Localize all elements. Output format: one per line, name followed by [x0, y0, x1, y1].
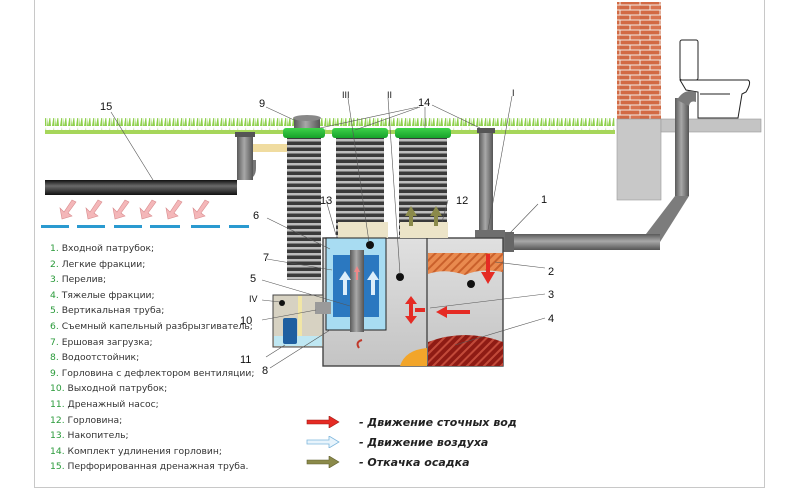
legend-item: 5. Вертикальная труба;	[50, 305, 165, 317]
legend-item: 6. Съемный капельный разбрызгиватель;	[50, 320, 253, 332]
callout-2: 2	[548, 266, 554, 278]
flow-legend-wastewater: - Движение сточных вод	[305, 412, 517, 432]
callout-8: 8	[262, 365, 268, 377]
septic-tank	[272, 222, 504, 367]
legend-item: 15. Перфорированная дренажная труба.	[50, 461, 249, 473]
callout-10: 10	[240, 315, 252, 327]
callout-7: 7	[263, 252, 269, 264]
flow-legend-air: - Движение воздуха	[305, 432, 517, 452]
ground-grass	[45, 118, 615, 134]
drain-arrows	[59, 199, 210, 220]
callout-II: II	[387, 90, 392, 100]
drainage-pipe	[45, 132, 293, 195]
callout-I: I	[512, 88, 515, 98]
inlet-pipe	[500, 91, 696, 252]
legend-item: 7. Ершовая загрузка;	[50, 336, 153, 348]
legend-item: 4. Тяжелые фракции;	[50, 289, 155, 301]
callout-14: 14	[418, 97, 430, 109]
callout-11: 11	[240, 354, 251, 366]
legend-item: 3. Перелив;	[50, 274, 107, 286]
callout-12: 12	[456, 195, 468, 207]
legend-item: 12. Горловина;	[50, 414, 123, 426]
diagram-frame	[34, 0, 765, 488]
legend-item: 2. Легкие фракции;	[50, 258, 146, 270]
flow-legend-sludge: - Откачка осадка	[305, 452, 517, 472]
legend-item: 9. Горловина с дефлектором вентиляции;	[50, 367, 255, 379]
legend-item: 11. Дренажный насос;	[50, 398, 159, 410]
leader-lines	[110, 95, 546, 369]
toilet-icon	[679, 39, 751, 119]
callout-6: 6	[253, 210, 259, 222]
legend-item: 10. Выходной патрубок;	[50, 383, 168, 395]
legend-item: 13. Накопитель;	[50, 430, 129, 442]
component-legend: 1. Входной патрубок; 2. Легкие фракции; …	[50, 241, 254, 475]
house-wall	[616, 2, 762, 201]
callout-III: III	[342, 90, 350, 100]
groundwater-dashes	[41, 225, 249, 228]
callout-1: 1	[541, 194, 547, 206]
flow-legend: - Движение сточных вод - Движение воздух…	[305, 412, 517, 472]
callout-labels: 15 9 14 III II I 1 2 3 4 13 12 6 7 5 IV …	[100, 88, 554, 377]
red-arrow-icon	[306, 416, 340, 428]
light-blue-arrow-icon	[306, 436, 340, 448]
callout-15: 15	[100, 101, 112, 113]
legend-item: 8. Водоотстойник;	[50, 352, 140, 364]
callout-13: 13	[320, 195, 332, 207]
callout-IV: IV	[249, 294, 258, 304]
callout-3: 3	[548, 289, 554, 301]
callout-9: 9	[259, 98, 265, 110]
legend-item: 14. Комплект удлинения горловин;	[50, 445, 222, 457]
vent-pipe	[475, 128, 505, 250]
callout-4: 4	[548, 313, 554, 325]
flow-arrows	[339, 206, 495, 349]
legend-item: 1. Входной патрубок;	[50, 243, 155, 254]
callout-5: 5	[250, 273, 256, 285]
olive-arrow-icon	[306, 456, 340, 468]
